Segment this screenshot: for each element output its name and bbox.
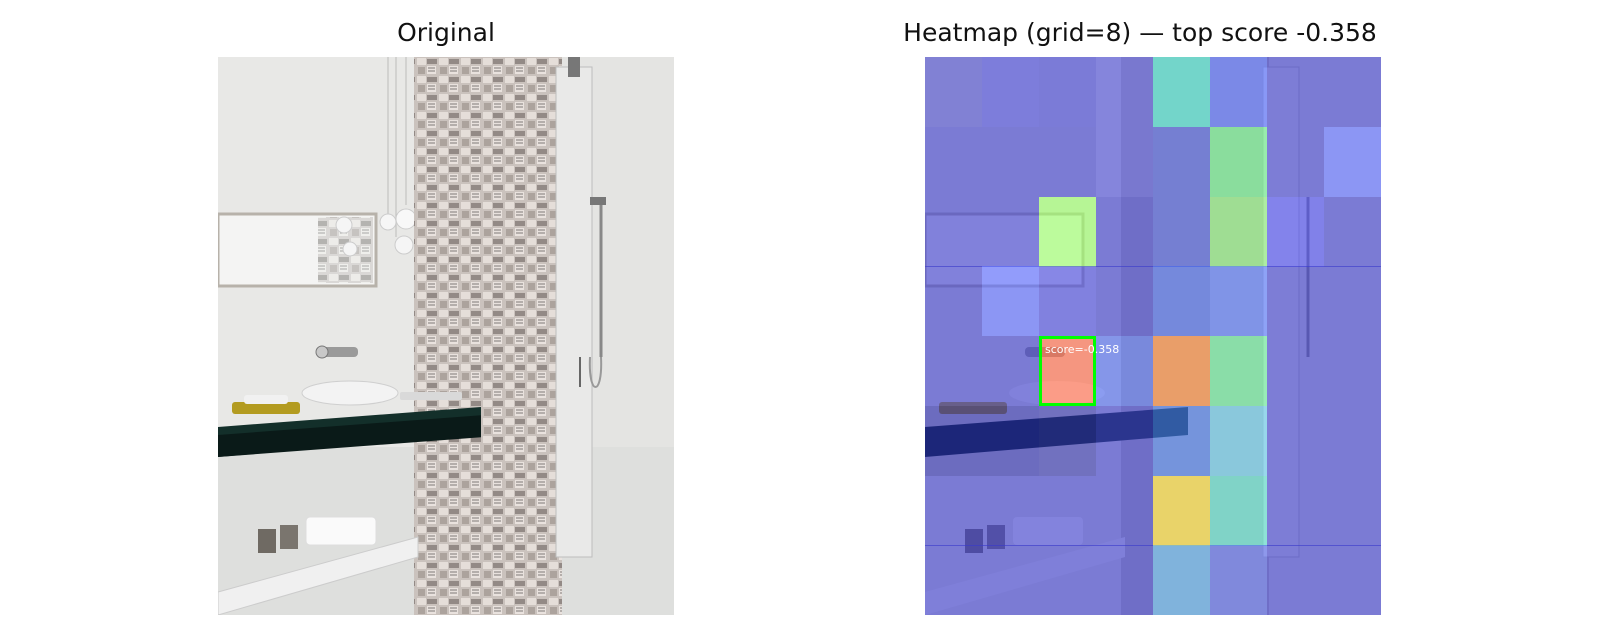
heatmap-cell	[1039, 57, 1096, 127]
heatmap-cell	[1039, 475, 1096, 546]
heatmap-cell	[1267, 405, 1324, 476]
heatmap-cell	[1153, 266, 1210, 337]
heatmap-cell	[982, 266, 1039, 337]
heatmap-cell	[982, 336, 1039, 406]
heatmap-cell	[1096, 405, 1153, 476]
heatmap-cell	[925, 475, 982, 546]
heatmap-cell	[1096, 57, 1153, 127]
heatmap-cell	[1210, 57, 1267, 127]
heatmap-cell	[1324, 545, 1381, 615]
heatmap-cell	[1039, 545, 1096, 615]
heatmap-title: Heatmap (grid=8) — top score -0.358	[903, 18, 1377, 47]
heatmap-cell	[1153, 126, 1210, 197]
heatmap-cell	[1210, 336, 1267, 406]
heatmap-cell	[1153, 57, 1210, 127]
heatmap-cell	[1153, 405, 1210, 476]
heatmap-cell	[1153, 545, 1210, 615]
heatmap-cell	[982, 475, 1039, 546]
top-score-label: score=-0.358	[1045, 343, 1120, 356]
heatmap-cell	[1096, 196, 1153, 267]
heatmap-cell	[1096, 126, 1153, 197]
heatmap-cell	[1039, 266, 1096, 337]
heatmap-cell	[1267, 336, 1324, 406]
original-title: Original	[397, 18, 495, 47]
heatmap-cell	[982, 405, 1039, 476]
heatmap-cell	[1210, 545, 1267, 615]
heatmap-cell	[925, 336, 982, 406]
heatmap-cell	[982, 57, 1039, 127]
heatmap-cell	[1210, 196, 1267, 267]
heatmap-cell	[1153, 336, 1210, 406]
heatmap-cell	[1324, 405, 1381, 476]
top-score-box	[1039, 336, 1096, 406]
heatmap-cell	[1324, 57, 1381, 127]
heatmap-cell	[925, 545, 982, 615]
heatmap-cell	[1267, 475, 1324, 546]
heatmap-cell	[1039, 336, 1096, 406]
heatmap-cell	[1210, 475, 1267, 546]
heatmap-cell	[925, 57, 982, 127]
heatmap-cell	[982, 545, 1039, 615]
heatmap-cell	[1210, 405, 1267, 476]
heatmap-cell	[1324, 475, 1381, 546]
heatmap-cell	[925, 266, 982, 337]
heatmap-cell	[1039, 196, 1096, 267]
heatmap-cell	[1210, 126, 1267, 197]
heatmap-cell	[1153, 196, 1210, 267]
heatmap-cell	[1153, 475, 1210, 546]
heatmap-cell	[1267, 196, 1324, 267]
heatmap-cell	[982, 126, 1039, 197]
bathroom-photo	[218, 57, 674, 615]
heatmap-cell	[1267, 126, 1324, 197]
heatmap-grid	[925, 57, 1381, 615]
heatmap-cell	[1324, 126, 1381, 197]
heatmap-cell	[1039, 126, 1096, 197]
heatmap-image: score=-0.358	[925, 57, 1381, 615]
heatmap-cell	[1039, 405, 1096, 476]
heatmap-cell	[1267, 266, 1324, 337]
heatmap-cell	[1267, 545, 1324, 615]
heatmap-cell	[1210, 266, 1267, 337]
heatmap-cell	[1096, 545, 1153, 615]
heatmap-cell	[925, 196, 982, 267]
heatmap-cell	[1096, 266, 1153, 337]
heatmap-cell	[1324, 196, 1381, 267]
heatmap-cell	[925, 126, 982, 197]
heatmap-cell	[1324, 266, 1381, 337]
original-image	[218, 57, 674, 615]
heatmap-cell	[1324, 336, 1381, 406]
heatmap-cell	[925, 405, 982, 476]
heatmap-cell	[982, 196, 1039, 267]
heatmap-cell	[1096, 475, 1153, 546]
heatmap-cell	[1267, 57, 1324, 127]
heatmap-cell	[1096, 336, 1153, 406]
